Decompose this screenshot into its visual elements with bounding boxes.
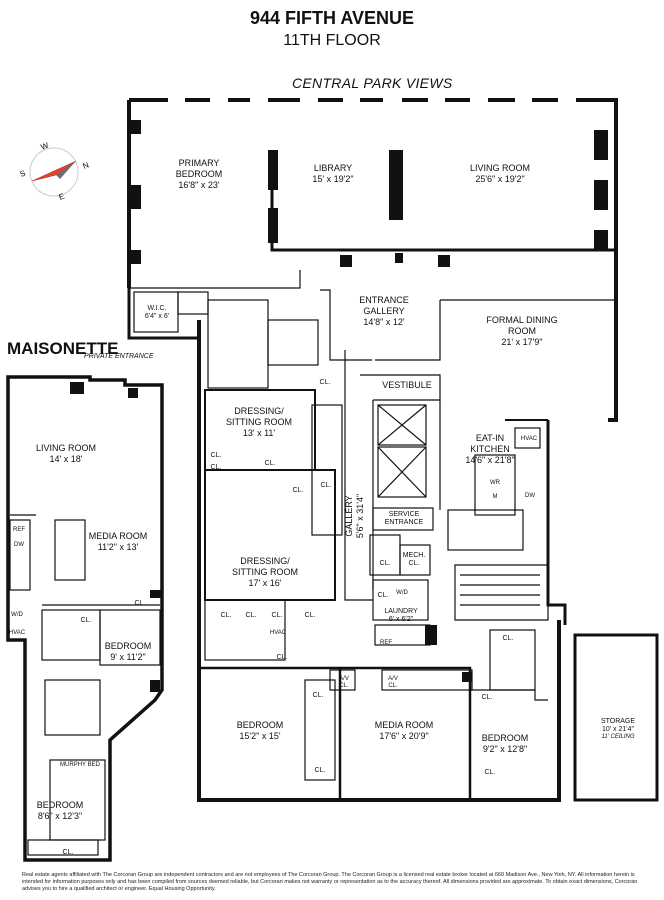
- closet-label: CL.: [62, 849, 74, 856]
- private-entrance-label: PRIVATE ENTRANCE: [84, 353, 154, 360]
- compass-s: S: [19, 169, 27, 179]
- room-dressing-2: DRESSING/ SITTING ROOM 17' x 16': [232, 556, 298, 588]
- closet-label: CL.: [292, 487, 304, 494]
- compass-e: E: [58, 192, 66, 202]
- compass-w: W: [40, 141, 51, 152]
- microwave-label: M: [492, 494, 498, 500]
- room-service-entrance: SERVICE ENTRANCE: [384, 511, 424, 526]
- dw-label: DW: [525, 493, 535, 499]
- closet-label: CL.: [264, 460, 276, 467]
- room-primary-bedroom: PRIMARY BEDROOM 16'8" x 23': [175, 158, 223, 190]
- disclaimer-text: Real estate agents affiliated with The C…: [22, 872, 638, 892]
- hvac-label: HVAC: [520, 436, 538, 442]
- closet-label: CL.: [245, 612, 257, 619]
- room-eat-in-kitchen: EAT-IN KITCHEN 14'6" x 21'8": [465, 433, 515, 465]
- dw-label: DW: [14, 542, 24, 548]
- washer-dryer-label: W/D: [11, 612, 23, 618]
- closet-label: CL.: [134, 600, 146, 607]
- closet-label: CL.: [319, 379, 331, 386]
- address-title: 944 FIFTH AVENUE: [249, 8, 415, 28]
- murphy-bed-label: MURPHY BED: [60, 762, 100, 768]
- room-entrance-gallery: ENTRANCE GALLERY 14'8" x 12': [359, 295, 409, 327]
- closet-label: CL.: [314, 767, 326, 774]
- closet-label: CL.: [271, 612, 283, 619]
- room-formal-dining: FORMAL DINING ROOM 21' x 17'9": [486, 315, 558, 347]
- closet-label: CL.: [377, 592, 389, 599]
- compass-n: N: [82, 160, 90, 171]
- views-label: CENTRAL PARK VIEWS: [292, 75, 453, 91]
- ref-label: REF: [13, 527, 25, 533]
- closet-label: CL.: [379, 560, 391, 567]
- av-closet-label: A/V CL.: [339, 676, 349, 689]
- room-dressing-1: DRESSING/ SITTING ROOM 13' x 11': [226, 406, 292, 438]
- floor-subtitle: 11TH FLOOR: [283, 32, 381, 49]
- ref-label: REF: [380, 640, 392, 646]
- hvac-label: HVAC: [8, 630, 26, 636]
- closet-label: CL.: [80, 617, 92, 624]
- closet-label: CL.: [210, 464, 222, 471]
- closet-label: CL.: [312, 692, 324, 699]
- av-closet-label: A/V CL.: [388, 676, 398, 689]
- maisonette-title: MAISONETTE: [7, 339, 119, 358]
- closet-label: CL.: [220, 612, 232, 619]
- closet-label: CL.: [276, 654, 288, 661]
- hvac-label: HVAC: [269, 630, 287, 636]
- closet-label: CL.: [210, 452, 222, 459]
- room-wic: W.I.C.6'4" x 6': [144, 305, 170, 320]
- closet-label: CL.: [484, 769, 496, 776]
- closet-label: CL.: [481, 694, 493, 701]
- compass-icon: W N S E: [18, 141, 91, 203]
- washer-dryer-label: W/D: [396, 590, 408, 596]
- room-mech: MECH. CL.: [402, 552, 426, 567]
- closet-label: CL.: [320, 482, 332, 489]
- closet-label: CL.: [502, 635, 514, 642]
- room-vestibule: VESTIBULE: [382, 380, 432, 390]
- wine-fridge-label: WR: [490, 480, 500, 486]
- closet-label: CL.: [304, 612, 316, 619]
